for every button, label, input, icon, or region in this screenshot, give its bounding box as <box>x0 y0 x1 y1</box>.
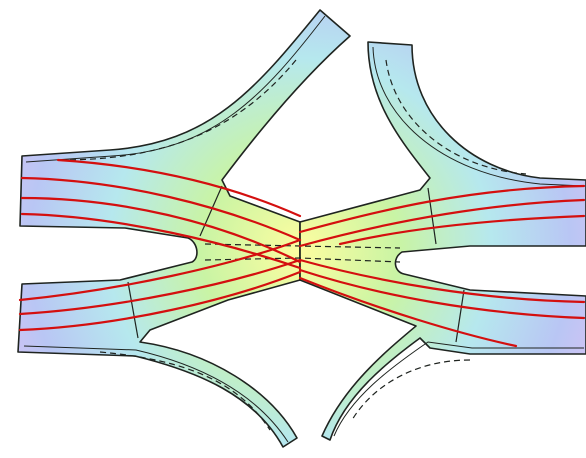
dashed-line-top-right <box>385 59 527 175</box>
flow-line-right-1 <box>298 184 586 234</box>
dashed-line-top-left <box>59 59 297 161</box>
left-channel-body <box>17 9 351 448</box>
flow-line-right-2 <box>298 198 586 248</box>
right-bottom-inner-outline <box>333 341 584 437</box>
flow-line-left-3 <box>20 196 302 264</box>
dashed-line-bottom-left <box>99 351 271 431</box>
flow-line-right-6 <box>298 276 518 348</box>
flow-line-right-4 <box>298 258 586 304</box>
flow-line-left-1 <box>56 158 302 218</box>
flow-line-left-7 <box>18 270 302 332</box>
flow-line-left-5 <box>18 238 302 302</box>
flow-line-right-3 <box>338 214 586 246</box>
flow-line-right-5 <box>298 268 586 320</box>
right-channel-body <box>299 41 586 441</box>
flow-line-left-6 <box>18 258 302 316</box>
flow-line-left-4 <box>20 212 302 270</box>
junction-seam-left-lower <box>127 281 139 339</box>
left-bottom-inner-outline <box>23 345 289 443</box>
flow-line-left-2 <box>20 176 302 242</box>
right-top-inner-outline <box>372 46 585 187</box>
junction-seam-left-upper <box>199 185 223 237</box>
junction-seam-right-lower <box>455 289 465 343</box>
dashed-line-bottom-right <box>351 359 471 421</box>
